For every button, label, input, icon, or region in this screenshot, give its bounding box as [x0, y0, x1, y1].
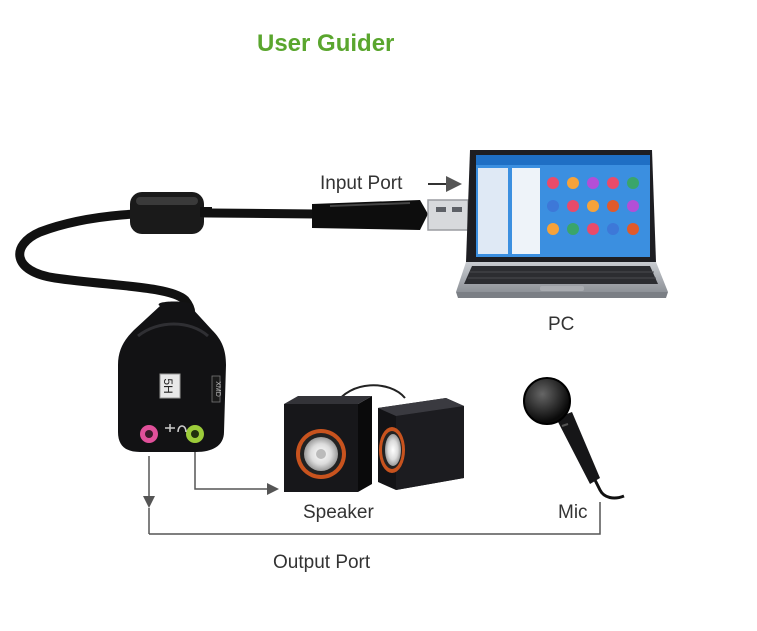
speakers-icon	[284, 384, 464, 492]
page-title: User Guider	[257, 30, 395, 57]
mic-label: Mic	[558, 502, 588, 523]
output-port-line	[149, 502, 601, 535]
usb-cable	[15, 192, 321, 331]
usb-plug-icon	[312, 199, 469, 231]
usb-sound-card-icon	[118, 301, 226, 452]
pc-label: PC	[548, 314, 575, 335]
sound-card-brand: XMD	[214, 381, 221, 397]
laptop-icon	[456, 150, 668, 298]
speaker-arrow-icon	[194, 452, 279, 495]
connection-lines	[143, 452, 601, 535]
speaker-label: Speaker	[303, 502, 374, 523]
sound-card-badge: 5H	[161, 378, 175, 393]
microphone-icon	[523, 377, 625, 500]
output-port-label: Output Port	[273, 552, 371, 573]
input-port-label: Input Port	[320, 173, 403, 194]
